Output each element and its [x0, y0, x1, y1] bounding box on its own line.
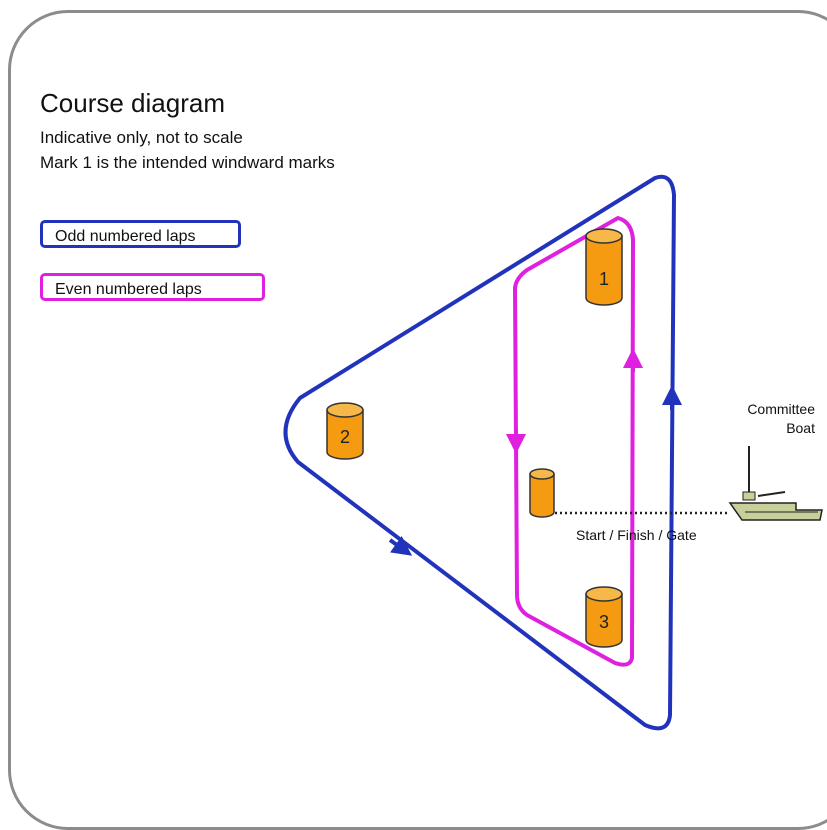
committee-boat-label-line-1: Committee: [747, 401, 815, 417]
committee-boat: [728, 446, 823, 521]
subtitle-line-1: Indicative only, not to scale: [40, 128, 243, 147]
subtitle-line-2: Mark 1 is the intended windward marks: [40, 153, 335, 172]
gate-label: Start / Finish / Gate: [576, 527, 697, 543]
mark-3: 3: [585, 586, 623, 648]
mark-2: 2: [326, 402, 364, 460]
pin-end-mark: [529, 468, 555, 518]
legend-odd-laps: Odd numbered laps: [40, 220, 241, 248]
even-lap-course-line: [513, 216, 635, 667]
mark-1: 1: [585, 228, 623, 306]
legend-even-laps: Even numbered laps: [40, 273, 265, 301]
diagram-title: Course diagram: [40, 88, 225, 118]
odd-lap-course-line: [283, 174, 676, 731]
course-diagram: 1 2 3 Start / Finish / Gate Committee Bo…: [283, 174, 823, 731]
mark-3-label: 3: [599, 612, 609, 632]
mark-2-label: 2: [340, 427, 350, 447]
odd-lap-arrow-downwind: [388, 536, 413, 556]
mark-1-label: 1: [599, 269, 609, 289]
committee-boat-label-line-2: Boat: [786, 420, 815, 436]
